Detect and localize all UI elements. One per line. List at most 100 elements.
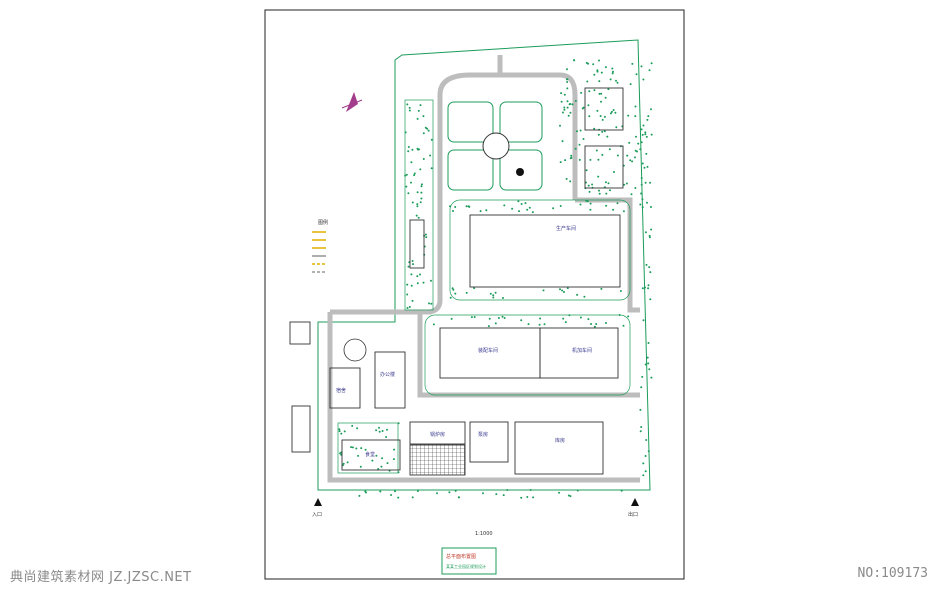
tree-dot bbox=[634, 187, 637, 189]
tree-dot bbox=[487, 325, 490, 328]
tree-dot bbox=[531, 211, 534, 214]
tree-dot bbox=[492, 296, 495, 299]
tree-dot bbox=[630, 193, 633, 196]
tree-dot bbox=[579, 129, 582, 132]
tree-dot bbox=[375, 429, 378, 432]
tree-dot bbox=[404, 174, 407, 177]
tree-dot bbox=[503, 317, 506, 319]
tree-dot bbox=[378, 430, 381, 433]
tree-dot bbox=[538, 323, 541, 326]
tree-dot bbox=[578, 158, 581, 161]
tree-dot bbox=[634, 156, 636, 159]
tree-dot bbox=[563, 106, 566, 109]
tree-dot bbox=[420, 197, 423, 200]
tree-dot bbox=[598, 59, 600, 62]
tree-dot bbox=[604, 96, 607, 99]
tree-dot bbox=[589, 158, 592, 161]
tree-dot bbox=[598, 80, 601, 83]
tree-dot bbox=[588, 90, 591, 93]
tree-dot bbox=[479, 210, 482, 213]
tree-dot bbox=[645, 263, 648, 266]
tree-dot bbox=[416, 205, 419, 208]
label-pump: 泵房 bbox=[478, 431, 488, 438]
tree-dot bbox=[590, 323, 592, 325]
site-boundary bbox=[317, 39, 651, 491]
label-canteen: 食堂 bbox=[365, 451, 375, 458]
label-main-workshop: 生产车间 bbox=[556, 225, 576, 232]
tree-dot bbox=[648, 236, 651, 239]
tree-dot bbox=[589, 208, 592, 211]
tree-dot bbox=[338, 430, 341, 433]
tree-dot bbox=[526, 496, 529, 498]
tree-dot bbox=[569, 495, 572, 498]
building-workshop-right bbox=[539, 327, 619, 379]
tree-dot bbox=[410, 273, 413, 276]
tree-dots bbox=[338, 59, 653, 499]
tree-dot bbox=[609, 112, 612, 115]
tree-dot bbox=[506, 489, 509, 491]
tree-dot bbox=[520, 319, 523, 322]
tree-dot bbox=[411, 260, 414, 262]
tree-dot bbox=[342, 462, 345, 465]
tree-dot bbox=[416, 282, 419, 285]
tree-dot bbox=[650, 62, 653, 65]
tree-dot bbox=[559, 161, 562, 164]
tree-dot bbox=[565, 177, 568, 180]
tree-dot bbox=[413, 172, 416, 175]
tree-dot bbox=[595, 323, 598, 325]
gate-south-left-label: 入口 bbox=[312, 512, 322, 518]
tree-dot bbox=[416, 275, 419, 278]
tree-dot bbox=[424, 233, 427, 236]
tree-dot bbox=[569, 111, 572, 114]
tree-dot bbox=[596, 109, 599, 112]
tree-dot bbox=[566, 68, 568, 71]
tree-dot bbox=[588, 115, 591, 118]
tree-dot bbox=[604, 181, 607, 184]
tree-dot bbox=[436, 492, 438, 495]
tree-dot bbox=[603, 115, 606, 118]
central-garden bbox=[447, 101, 543, 191]
tree-dot bbox=[644, 181, 647, 184]
tree-dot bbox=[427, 129, 430, 132]
tree-dot bbox=[416, 490, 419, 492]
tree-dot bbox=[616, 154, 619, 157]
label-store: 库房 bbox=[555, 437, 565, 444]
tree-dot bbox=[645, 152, 648, 155]
building-main-workshop bbox=[469, 214, 621, 288]
tree-dot bbox=[608, 148, 611, 151]
tree-dot bbox=[607, 88, 610, 91]
tree-dot bbox=[574, 100, 577, 102]
tree-dot bbox=[620, 489, 623, 492]
tree-dot bbox=[576, 130, 578, 133]
building-canteen bbox=[341, 439, 401, 471]
tree-dot bbox=[641, 287, 644, 290]
tree-dot bbox=[566, 106, 569, 109]
tree-dot bbox=[596, 70, 599, 73]
tree-dot bbox=[648, 368, 651, 371]
label-workshop-left: 装配车间 bbox=[478, 347, 498, 354]
tree-dot bbox=[378, 426, 380, 429]
tree-dot bbox=[648, 266, 651, 269]
tree-dot bbox=[426, 127, 429, 130]
tree-dot bbox=[457, 496, 460, 499]
tree-dot bbox=[340, 432, 343, 435]
tree-dot bbox=[568, 103, 571, 106]
tree-dot bbox=[585, 181, 587, 184]
tree-dot bbox=[604, 66, 607, 69]
tree-dot bbox=[417, 216, 420, 219]
tree-dot bbox=[413, 174, 416, 177]
tree-dot bbox=[576, 489, 579, 492]
tree-dot bbox=[430, 138, 433, 141]
tree-dot bbox=[634, 105, 637, 108]
tree-dot bbox=[485, 209, 488, 212]
tree-dot bbox=[614, 111, 617, 114]
watermark-number: NO:109173 bbox=[857, 566, 928, 581]
tree-dot bbox=[587, 184, 590, 187]
tree-dot bbox=[339, 452, 342, 455]
tree-dot bbox=[416, 203, 419, 206]
tree-dot bbox=[639, 408, 642, 411]
legend-title: 图例 bbox=[318, 219, 328, 226]
tree-dot bbox=[386, 428, 388, 431]
tree-dot bbox=[338, 428, 341, 431]
